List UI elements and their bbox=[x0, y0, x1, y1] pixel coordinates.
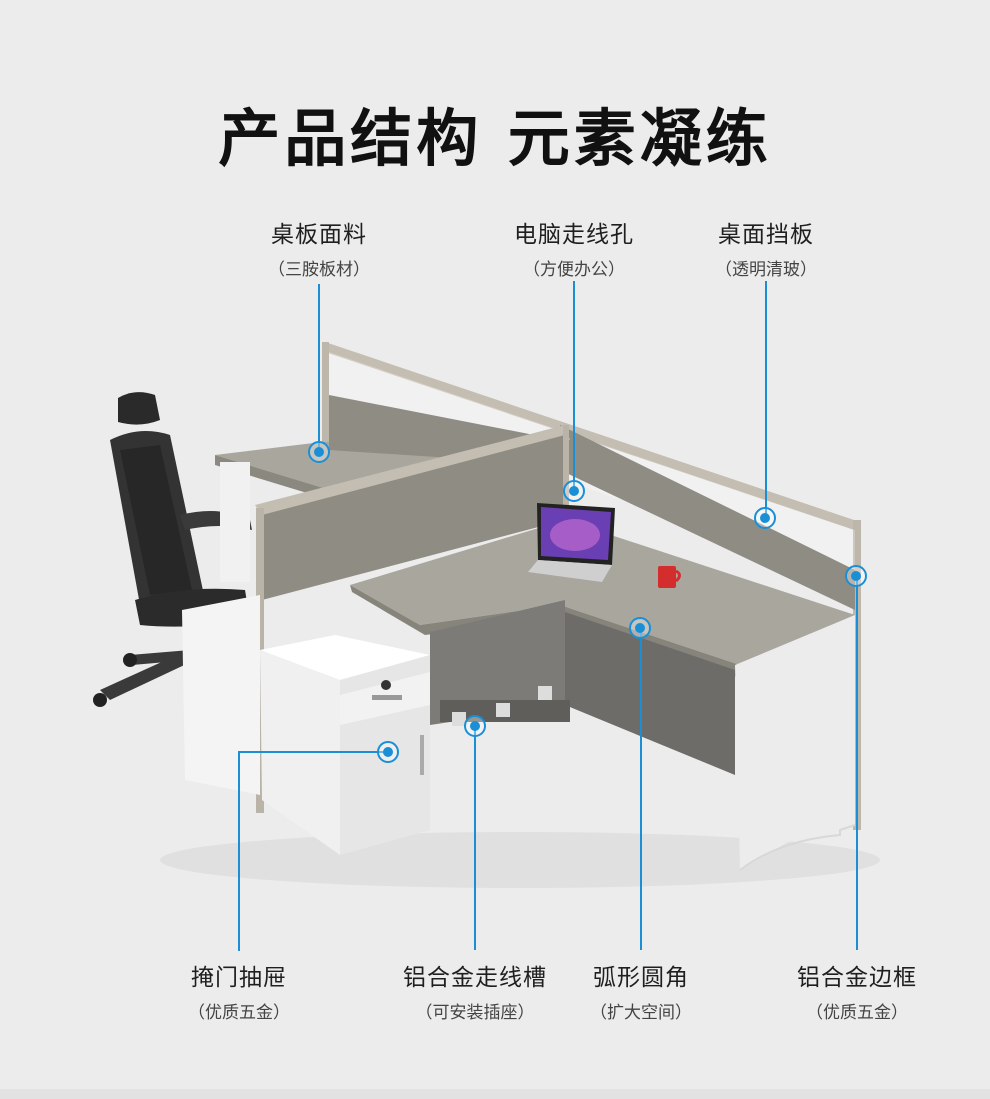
bottom-band bbox=[0, 1089, 990, 1099]
feature-name: 电脑走线孔 bbox=[514, 222, 634, 248]
feature-aluminum-frame: 铝合金边框 （优质五金） bbox=[757, 958, 957, 1023]
feature-sub: （方便办公） bbox=[523, 260, 625, 280]
callout-dot-icon[interactable] bbox=[464, 715, 486, 737]
feature-sub: （优质五金） bbox=[188, 1003, 290, 1023]
feature-sub: （扩大空间） bbox=[590, 1003, 692, 1023]
callout-dot-icon[interactable] bbox=[377, 741, 399, 763]
callout-dot-icon[interactable] bbox=[845, 565, 867, 587]
feature-name: 弧形圆角 bbox=[593, 965, 689, 991]
feature-rounded-corner: 弧形圆角 （扩大空间） bbox=[541, 958, 741, 1023]
callout-line-frame bbox=[856, 576, 858, 950]
callout-dot-icon[interactable] bbox=[563, 480, 585, 502]
mug-icon bbox=[658, 566, 681, 588]
laptop-icon bbox=[528, 503, 615, 582]
main-desktop bbox=[350, 520, 855, 678]
page-title: 产品结构 元素凝练 bbox=[218, 102, 772, 175]
glass-partition bbox=[322, 342, 861, 830]
feature-cable-tray: 铝合金走线槽 （可安装插座） bbox=[375, 958, 575, 1023]
mobile-pedestal bbox=[182, 595, 430, 855]
callout-dot-icon[interactable] bbox=[754, 507, 776, 529]
desk-base bbox=[430, 600, 856, 871]
feature-sub: （优质五金） bbox=[806, 1003, 908, 1023]
feature-door-drawer: 掩门抽屉 （优质五金） bbox=[139, 958, 339, 1023]
callout-line-privacy-panel bbox=[765, 281, 767, 517]
callout-line-cable-hole bbox=[573, 281, 575, 491]
feature-cable-hole: 电脑走线孔 （方便办公） bbox=[474, 215, 674, 280]
callout-line-cable-tray bbox=[474, 726, 476, 950]
feature-name: 铝合金边框 bbox=[797, 965, 917, 991]
callout-line-drawer-v bbox=[238, 751, 240, 951]
feature-name: 掩门抽屉 bbox=[191, 965, 287, 991]
callout-line-drawer-h bbox=[238, 751, 388, 753]
callout-dot-icon[interactable] bbox=[308, 441, 330, 463]
feature-sub: （三胺板材） bbox=[268, 260, 370, 280]
feature-name: 桌面挡板 bbox=[718, 222, 814, 248]
feature-name: 铝合金走线槽 bbox=[403, 965, 547, 991]
callout-dot-icon[interactable] bbox=[629, 617, 651, 639]
feature-name: 桌板面料 bbox=[271, 222, 367, 248]
feature-sub: （可安装插座） bbox=[415, 1003, 535, 1023]
feature-privacy-panel: 桌面挡板 （透明清玻） bbox=[666, 215, 866, 280]
feature-sub: （透明清玻） bbox=[715, 260, 817, 280]
feature-desktop-material: 桌板面料 （三胺板材） bbox=[219, 215, 419, 280]
callout-line-desktop bbox=[318, 284, 320, 452]
callout-line-rounded-corner bbox=[640, 628, 642, 950]
